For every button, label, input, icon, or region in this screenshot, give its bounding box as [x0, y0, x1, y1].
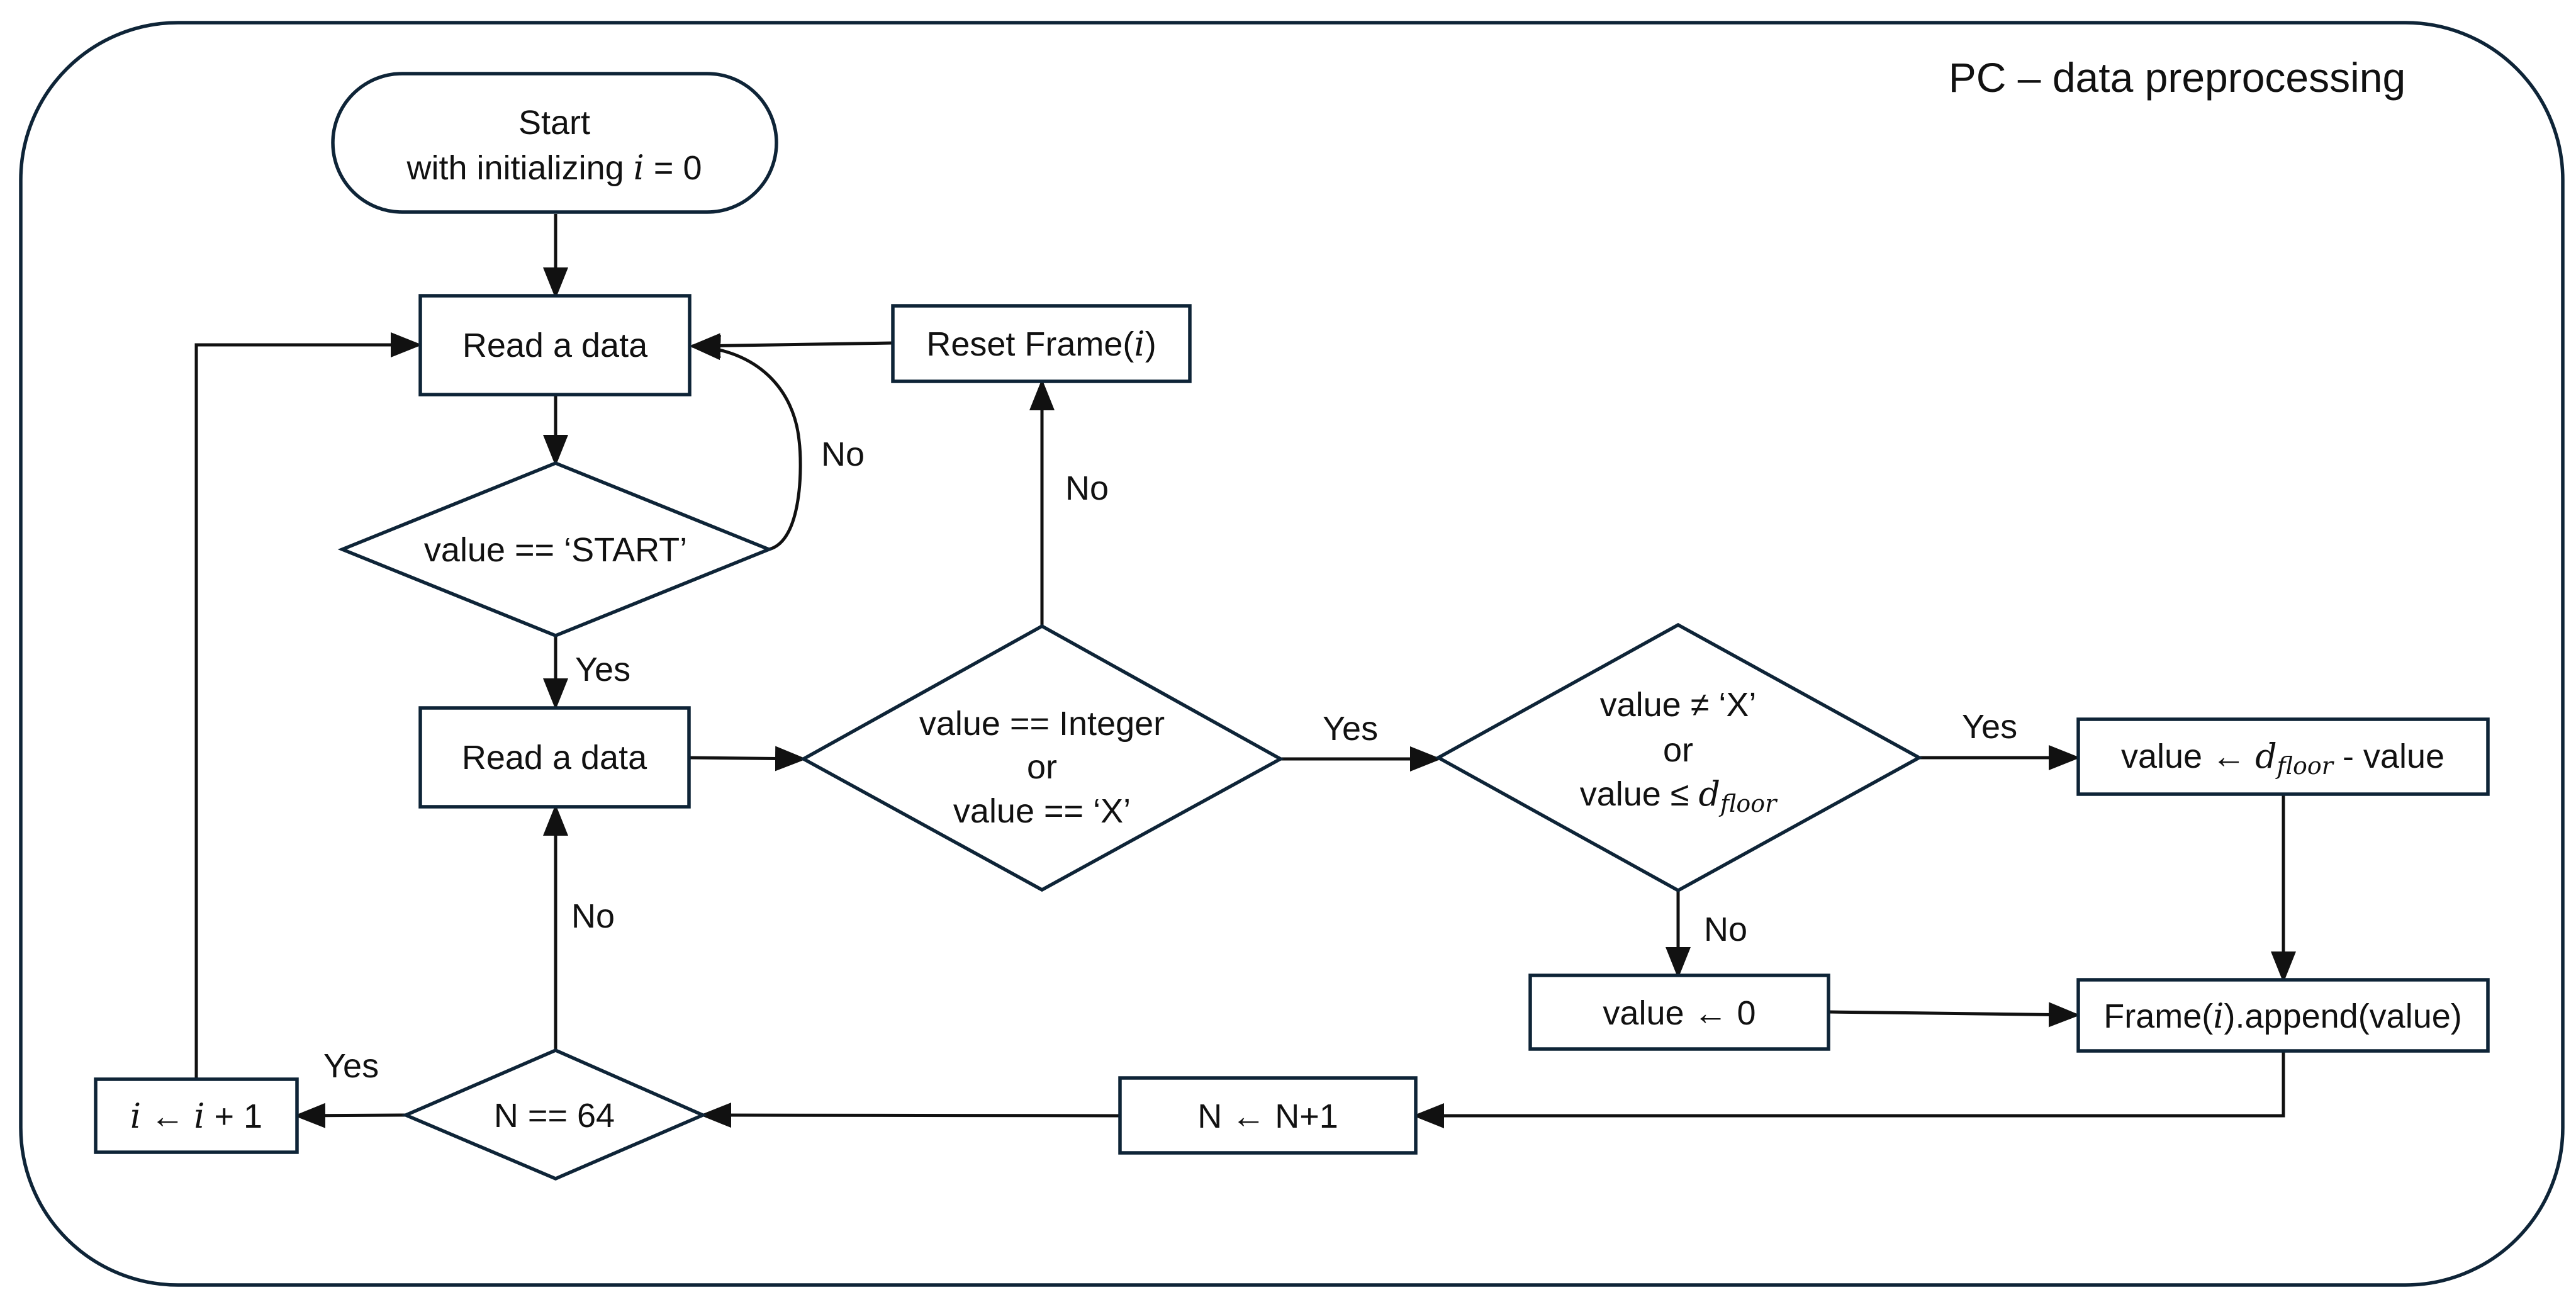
- edge-nincrement-to-ncheck: [700, 1103, 1121, 1128]
- label-valcheck-no: No: [1704, 911, 1747, 948]
- value-assign-node: value ← dfloor - value: [2076, 717, 2490, 796]
- value-check-decision: value ≠ ‘X’ or value ≤ dfloor: [1435, 622, 1923, 893]
- integer-check-decision: value == Integer or value == ‘X’: [800, 624, 1284, 892]
- diagram-title: PC – data preprocessing: [1949, 54, 2405, 101]
- read-data-node-2: Read a data: [418, 706, 691, 809]
- n-increment-label: N ← N+1: [1197, 1097, 1338, 1135]
- start-line1: Start: [518, 104, 590, 142]
- i-increment-label: i ← i + 1: [130, 1096, 262, 1136]
- read-data-label-1: Read a data: [462, 327, 648, 364]
- value-assign-label: value ← dfloor - value: [2121, 736, 2444, 780]
- n-increment-node: N ← N+1: [1118, 1076, 1418, 1155]
- label-intcheck-yes: Yes: [1323, 710, 1378, 748]
- n-check-label: N == 64: [494, 1097, 615, 1135]
- edge-append-to-nincrement: [1413, 1051, 2285, 1128]
- value-zero-node: value ← 0: [1528, 974, 1830, 1051]
- read-data-label-2: Read a data: [462, 739, 647, 777]
- edges: [194, 214, 2296, 1128]
- label-ncheck-no: No: [571, 897, 615, 935]
- integer-check-line2: or: [1027, 748, 1057, 786]
- reset-frame-node: Reset Frame(i): [891, 304, 1192, 383]
- label-intcheck-no: No: [1065, 469, 1109, 507]
- start-line2: with initializing i = 0: [406, 148, 702, 188]
- edge-read2-to-intcheck: [688, 746, 807, 772]
- start-node: Start with initializing i = 0: [331, 72, 778, 214]
- frame-append-label: Frame(i).append(value): [2103, 996, 2462, 1036]
- i-increment-node: i ← i + 1: [94, 1077, 299, 1154]
- n-check-decision: N == 64: [401, 1048, 707, 1181]
- reset-frame-label: Reset Frame(i): [926, 324, 1156, 364]
- edge-startcheck-no-loop: [689, 335, 802, 551]
- edge-labels: No Yes No Yes Yes No No Yes: [323, 435, 2017, 1085]
- label-valcheck-yes: Yes: [1962, 708, 2017, 746]
- start-check-label: value == ‘START’: [424, 531, 687, 569]
- label-startcheck-no: No: [821, 435, 865, 473]
- value-check-line2: or: [1663, 731, 1693, 769]
- integer-check-line3: value == ‘X’: [953, 792, 1131, 830]
- value-zero-label: value ← 0: [1603, 994, 1756, 1032]
- edge-reset-to-read1: [689, 333, 893, 359]
- label-startcheck-yes: Yes: [575, 651, 630, 688]
- edge-iincrement-to-read1: [194, 332, 422, 1079]
- start-check-decision: value == ‘START’: [337, 461, 774, 637]
- value-check-line3: value ≤ dfloor: [1580, 774, 1778, 817]
- value-check-line1: value ≠ ‘X’: [1600, 686, 1757, 724]
- edge-ncheck-yes-to-iincrement: [294, 1103, 406, 1128]
- frame-append-node: Frame(i).append(value): [2076, 978, 2490, 1053]
- label-ncheck-yes: Yes: [323, 1047, 379, 1085]
- integer-check-line1: value == Integer: [919, 705, 1165, 743]
- read-data-node-1: Read a data: [418, 294, 692, 396]
- edge-zero-to-append: [1828, 1002, 2080, 1028]
